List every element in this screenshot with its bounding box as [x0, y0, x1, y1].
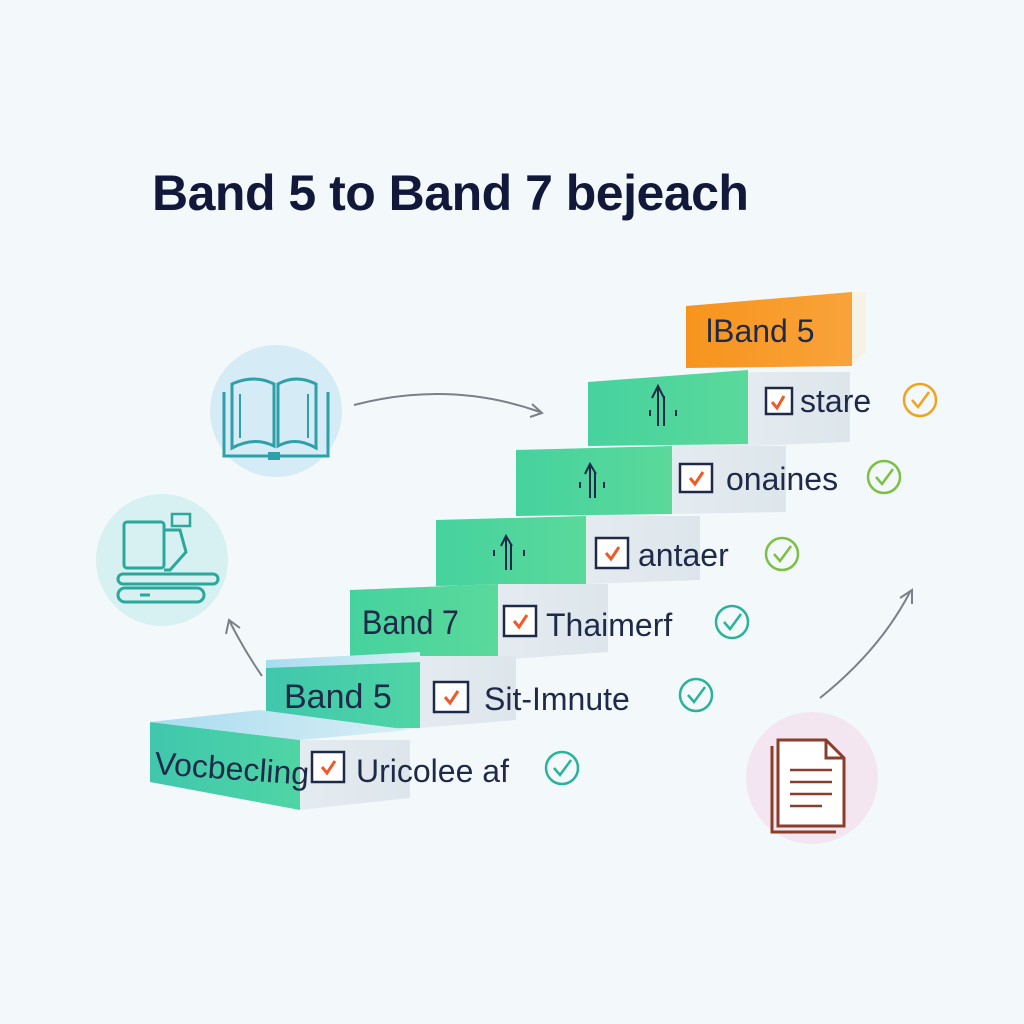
arrow-book-to-steps	[353, 393, 544, 418]
check-circle-icon	[544, 750, 580, 786]
step-item-label: Uricolee af	[356, 753, 509, 789]
step-item-label: antaer	[638, 537, 729, 573]
step-3: Band 7 Thaimerf	[350, 584, 750, 660]
step-item-label: onaines	[726, 461, 838, 497]
check-circle-icon	[866, 459, 902, 495]
checkbox-icon	[678, 462, 714, 494]
check-circle-icon	[902, 382, 938, 418]
step-item-label: Sit-Imnute	[484, 681, 630, 717]
checkbox-icon	[432, 680, 470, 714]
top-badge-label: lBand 5	[706, 313, 815, 349]
arrow-up-icon	[579, 461, 605, 498]
page-title: Band 5 to Band 7 bejeach	[152, 165, 749, 221]
top-badge: lBand 5	[686, 292, 866, 368]
step-label: Band 7	[362, 604, 459, 642]
arrow-up-icon	[649, 383, 677, 426]
arrow-doc-to-steps	[819, 588, 913, 699]
step-label: Band 5	[284, 678, 392, 716]
arrow-steps-to-desk	[225, 618, 263, 677]
reader-desk-icon	[96, 494, 228, 626]
step-item-label: Thaimerf	[546, 607, 672, 643]
checkbox-icon	[310, 750, 346, 784]
checkbox-icon	[594, 536, 630, 570]
arrow-up-icon	[493, 533, 525, 570]
document-icon	[746, 712, 878, 844]
checkbox-icon	[502, 604, 538, 638]
open-book-icon	[210, 345, 342, 477]
step-item-label: stare	[800, 383, 871, 419]
step-2: Band 5 Sit-Imnute	[266, 652, 714, 730]
step-1: Vocbecling Uricolee af	[150, 710, 580, 810]
checkbox-icon	[764, 386, 794, 416]
check-circle-icon	[678, 677, 714, 713]
check-circle-icon	[764, 536, 800, 572]
check-circle-icon	[714, 604, 750, 640]
step-4: antaer	[436, 516, 800, 586]
step-5: onaines	[516, 446, 902, 516]
step-6: stare	[588, 370, 938, 446]
